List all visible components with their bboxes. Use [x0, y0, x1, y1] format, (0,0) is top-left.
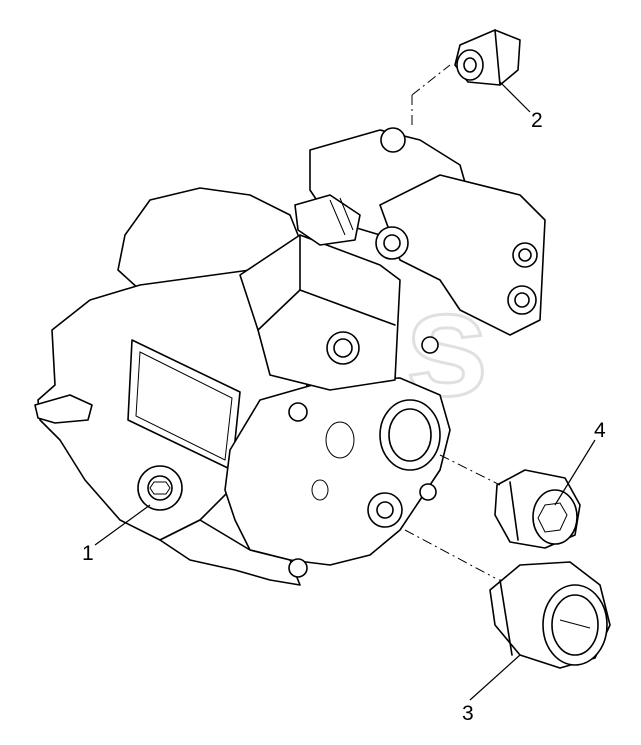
plug-part-3	[489, 561, 611, 669]
centerline-4	[439, 454, 501, 486]
pump-body	[34, 187, 451, 586]
callout-3: 3	[462, 702, 474, 725]
fitting-part-2	[454, 29, 521, 86]
leader-3	[469, 654, 521, 701]
callout-2: 2	[531, 109, 543, 132]
leader-4	[554, 439, 596, 506]
callout-4: 4	[594, 419, 606, 442]
callout-1: 1	[82, 542, 94, 565]
plug-part-4	[494, 469, 581, 549]
leader-1	[94, 504, 151, 546]
centerline-3	[404, 529, 496, 579]
control-valve	[294, 127, 546, 336]
leader-2	[499, 81, 531, 113]
